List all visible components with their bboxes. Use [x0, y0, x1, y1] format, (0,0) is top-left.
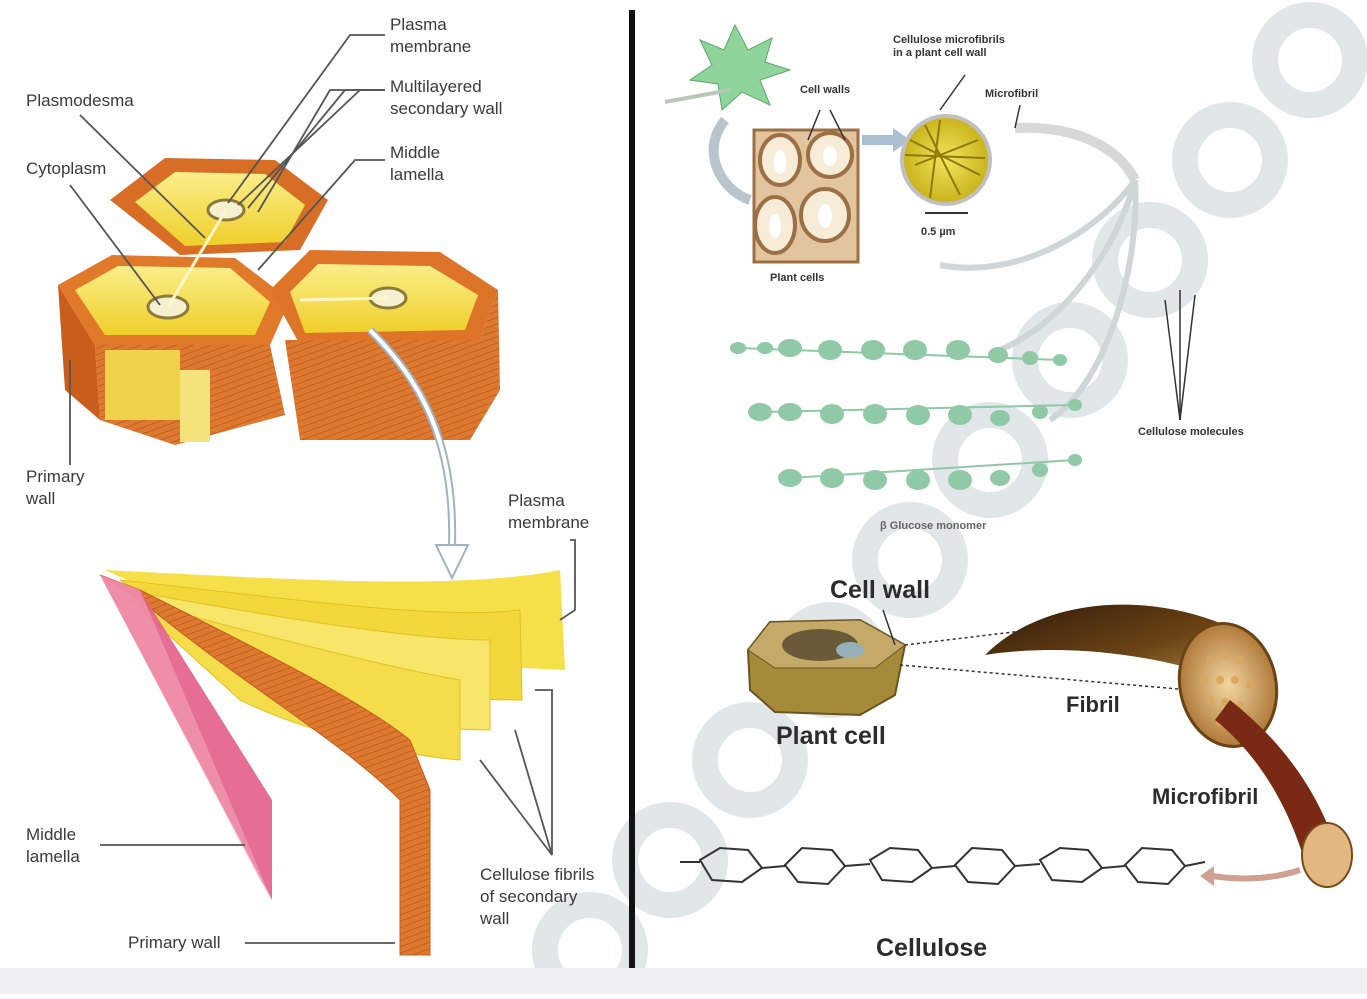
label-cellulose: Cellulose	[876, 934, 987, 962]
cellulose-chain	[680, 848, 1205, 884]
label-plant-cells: Plant cells	[770, 272, 824, 285]
microfibril-strand	[1015, 128, 1135, 180]
arrow-microfibril-to-cellulose	[1212, 870, 1300, 878]
label-beta-glucose: β Glucose monomer	[880, 520, 986, 533]
label-cell-walls: Cell walls	[800, 84, 850, 97]
left-cell-yellow-band2	[180, 370, 210, 442]
label-plasmodesma: Plasmodesma	[26, 90, 134, 112]
left-leader-lines	[70, 35, 575, 943]
label-scale: 0.5 µm	[921, 226, 955, 239]
label-cellulose-molecules: Cellulose molecules	[1138, 426, 1244, 439]
arrow-leaf-to-cells	[714, 120, 750, 200]
label-primary-wall-bottom: Primary wall	[128, 932, 221, 954]
leaf-icon	[665, 25, 790, 110]
label-cytoplasm: Cytoplasm	[26, 158, 106, 180]
zoom-arrowhead-left	[436, 545, 468, 578]
left-cell-yellow-band	[105, 350, 180, 420]
label-plant-cell: Plant cell	[776, 722, 886, 750]
panel-divider	[629, 10, 635, 968]
label-microfibril-small: Microfibril	[985, 88, 1038, 101]
label-cell-wall: Cell wall	[830, 576, 930, 604]
cell-cluster	[58, 158, 500, 445]
plant-cell-3d	[748, 610, 905, 715]
label-fibril: Fibril	[1066, 692, 1120, 718]
microfibril-micrograph	[902, 75, 990, 213]
bottom-bar	[0, 968, 1367, 994]
label-microfibril-big: Microfibril	[1152, 784, 1258, 810]
plant-cells-tissue	[754, 130, 858, 262]
